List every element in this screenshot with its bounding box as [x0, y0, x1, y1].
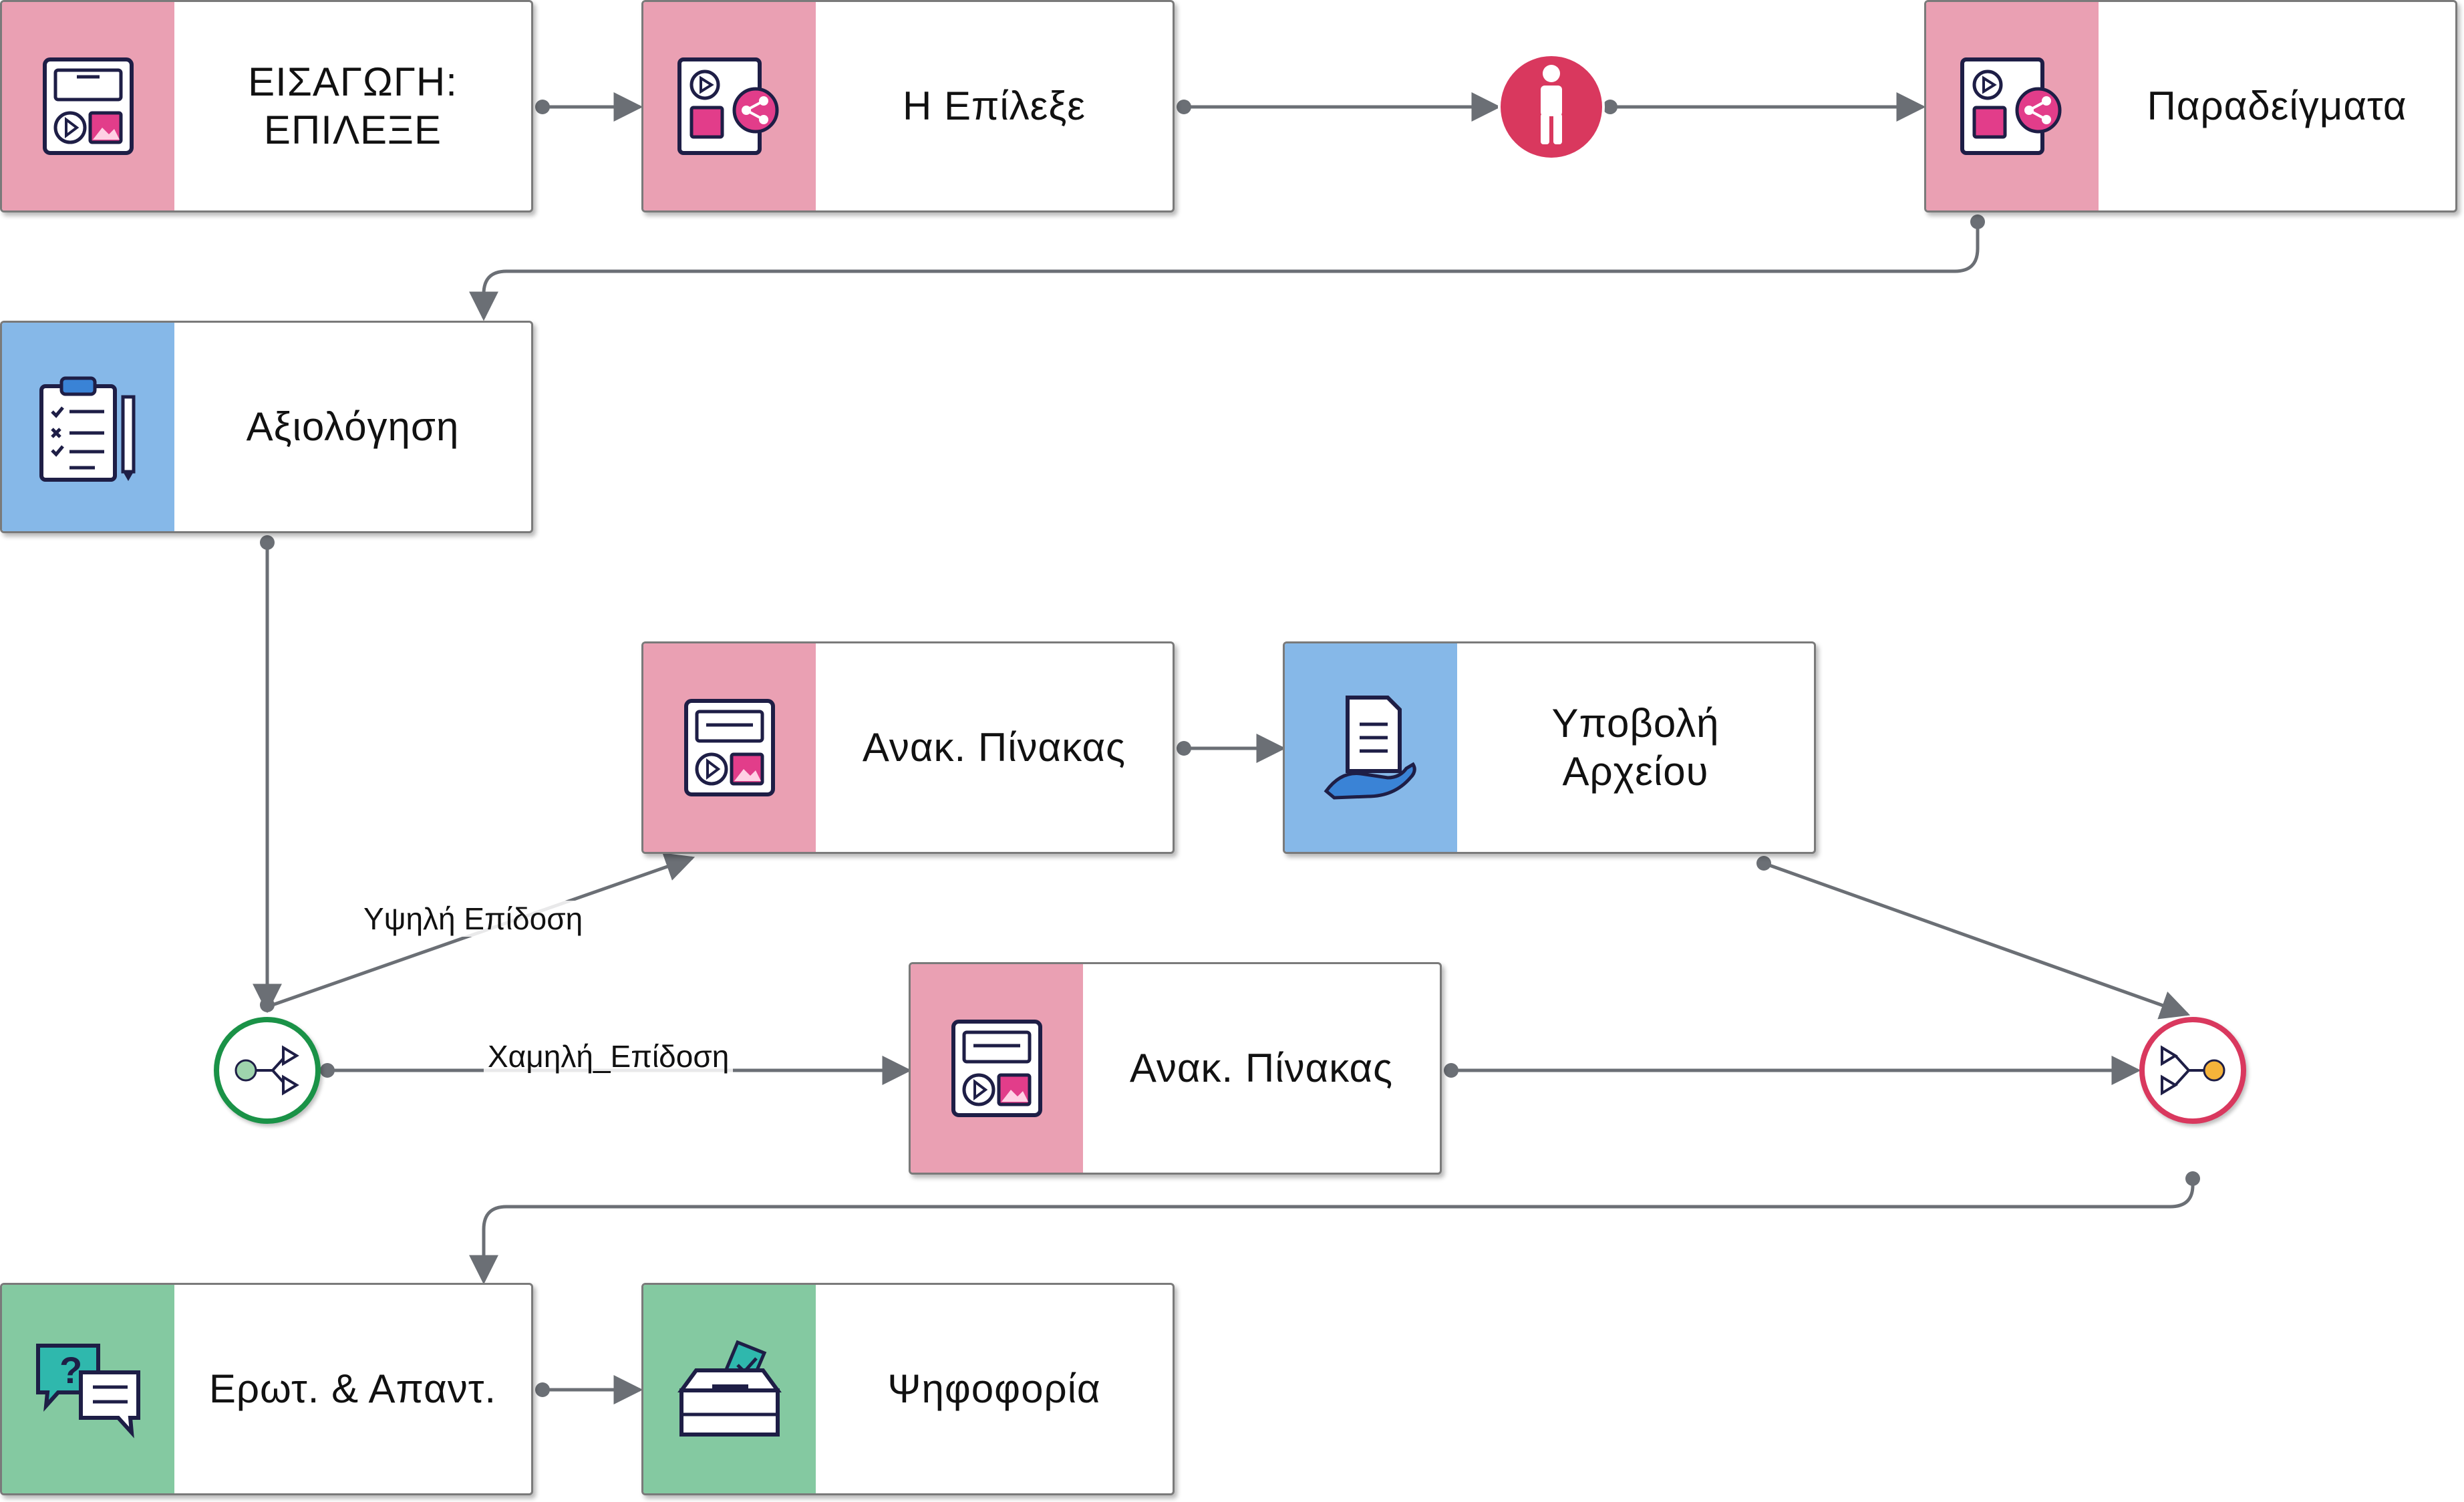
node-vote[interactable]: Ψηφοφορία [641, 1283, 1175, 1495]
port-dot [260, 535, 275, 550]
node-qa-band: ? [2, 1285, 174, 1493]
person-event[interactable] [1498, 53, 1605, 160]
node-examples[interactable]: Παραδείγματα [1924, 0, 2457, 212]
node-choose[interactable]: Η Επίλεξε [641, 0, 1175, 212]
node-upload[interactable]: Υποβολή Αρχείου [1283, 641, 1816, 854]
node-qa-label: Ερωτ. & Απαντ. [208, 1366, 497, 1411]
node-intro[interactable]: ΕΙΣΑΓΩΓΗ: ΕΠΙΛΕΞΕ [0, 0, 533, 212]
port-dot [2185, 1171, 2200, 1186]
edge-label-high: Υψηλή Επίδοση [359, 901, 587, 937]
node-board-low-label: Ανακ. Πίνακας [1129, 1046, 1394, 1090]
node-choose-band [643, 2, 816, 210]
media-share-icon [677, 57, 779, 155]
port-dot [1177, 741, 1191, 756]
chat-question-icon: ? [36, 1344, 140, 1439]
media-board-icon [951, 1020, 1042, 1117]
merge-icon [2161, 1045, 2225, 1096]
person-icon [1541, 65, 1562, 144]
port-dot [260, 998, 275, 1012]
node-upload-label: Υποβολή Αρχείου [1551, 701, 1720, 794]
svg-text:?: ? [59, 1349, 82, 1391]
port-dot [1970, 214, 1985, 229]
split-gateway[interactable] [214, 1017, 321, 1124]
node-assessment-label: Αξιολόγηση [246, 404, 460, 449]
node-board-low-band [911, 964, 1083, 1173]
split-icon [235, 1045, 299, 1096]
document-hand-icon [1324, 696, 1416, 800]
edge-examples-to-assessment [469, 222, 1980, 321]
node-intro-band [2, 2, 174, 210]
node-examples-label: Παραδείγματα [2147, 84, 2407, 128]
node-assessment-band [2, 323, 174, 531]
node-examples-band [1926, 2, 2099, 210]
node-upload-band [1285, 643, 1457, 852]
node-vote-band [643, 1285, 816, 1493]
port-dot [320, 1063, 335, 1078]
port-dot [1756, 856, 1771, 871]
node-qa[interactable]: ? Ερωτ. & Απαντ. [0, 1283, 533, 1495]
node-assessment[interactable]: Αξιολόγηση [0, 321, 533, 533]
port-dot [1603, 100, 1618, 114]
edge-merge-to-qa [469, 1179, 2195, 1285]
node-board-high-label: Ανακ. Πίνακας [862, 725, 1126, 770]
port-dot [535, 100, 550, 114]
media-board-icon [684, 699, 775, 796]
node-choose-label: Η Επίλεξε [902, 84, 1086, 128]
ballot-box-icon [677, 1340, 782, 1437]
clipboard-checklist-icon [39, 376, 136, 482]
node-vote-label: Ψηφοφορία [887, 1366, 1101, 1411]
node-board-high-band [643, 643, 816, 852]
port-dot [1444, 1063, 1458, 1078]
port-dot [535, 1382, 550, 1397]
edge-upload-to-merge [1763, 861, 2191, 1020]
node-board-high[interactable]: Ανακ. Πίνακας [641, 641, 1175, 854]
merge-gateway[interactable] [2139, 1017, 2246, 1124]
media-board-icon [43, 57, 134, 155]
media-share-icon [1960, 57, 2062, 155]
edge-label-low: Χαμηλή_Επίδοση [484, 1038, 734, 1074]
node-intro-label: ΕΙΣΑΓΩΓΗ: ΕΠΙΛΕΞΕ [248, 59, 458, 152]
node-board-low[interactable]: Ανακ. Πίνακας [909, 962, 1442, 1175]
port-dot [1177, 100, 1191, 114]
